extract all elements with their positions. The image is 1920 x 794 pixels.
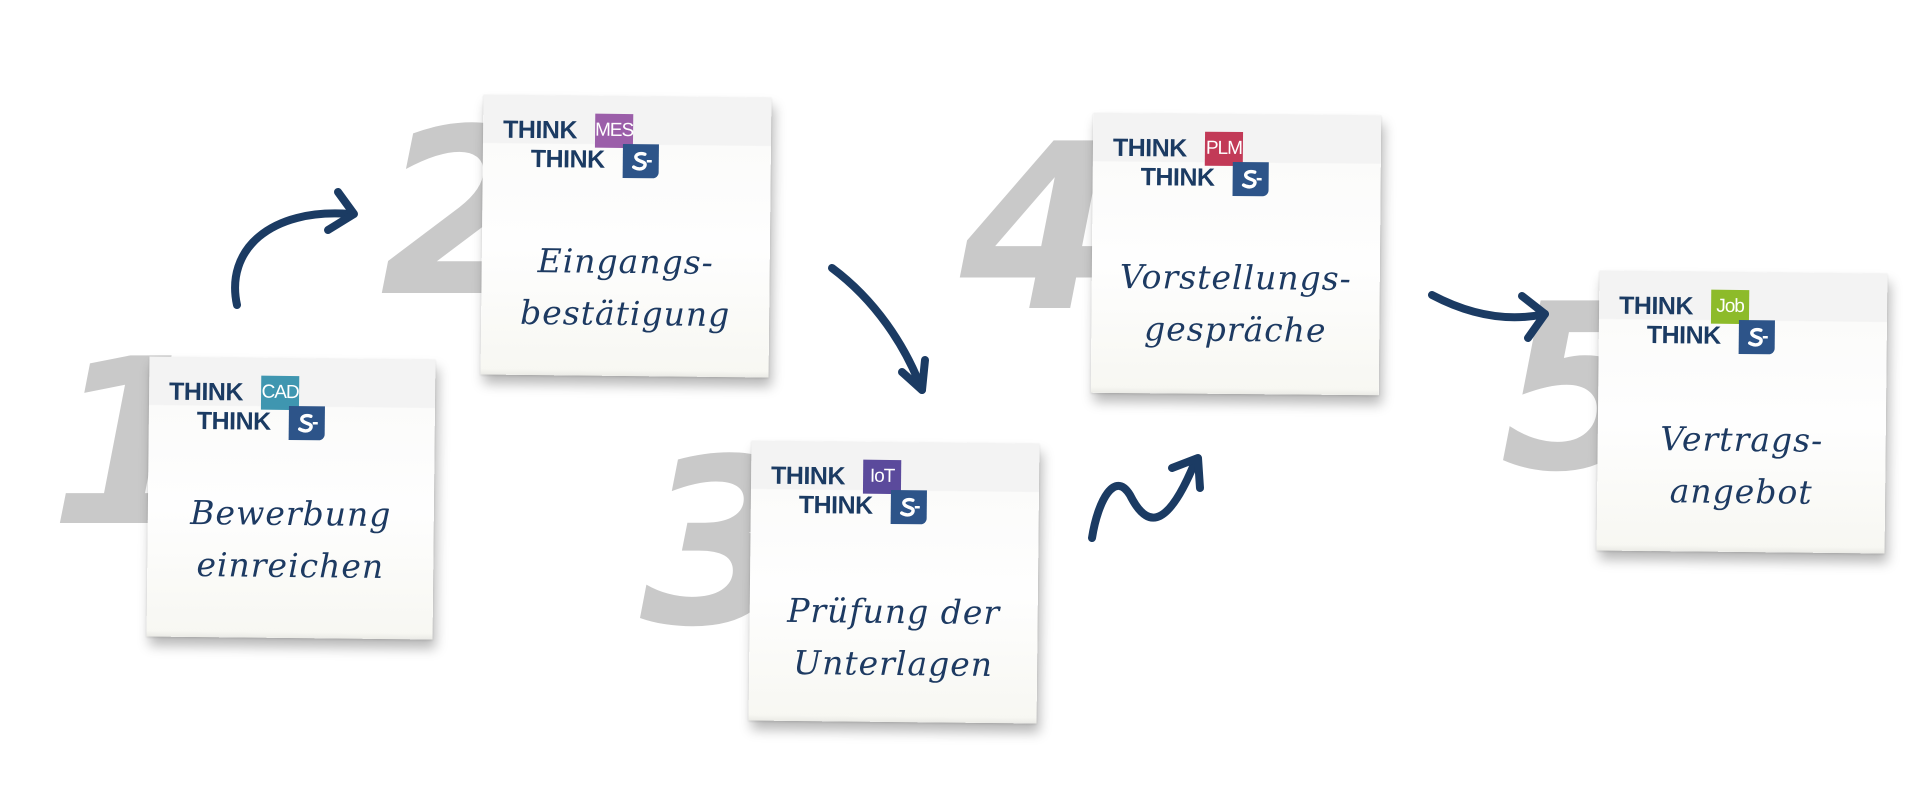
step-2-note: THINK MES THINK Eingangs- bestätigung: [480, 94, 772, 378]
step-2-logo: THINK MES THINK: [503, 113, 664, 181]
step-3-logo: THINK IoT THINK: [771, 459, 932, 527]
arrow-1-to-2-head: [324, 188, 358, 234]
step-5-logo: THINK Job THINK: [1619, 289, 1780, 357]
s-icon: [890, 489, 927, 525]
s-icon: [622, 143, 659, 179]
step-1-note: THINK CAD THINK Bewerbung einreichen: [146, 356, 436, 640]
s-icon: [1738, 319, 1775, 355]
arrow-2-to-3: [828, 264, 926, 394]
arrow-2-to-3-head: [898, 356, 929, 394]
s-icon: [288, 405, 325, 441]
s-icon: [1232, 161, 1269, 197]
arrow-4-to-5: [1428, 291, 1549, 322]
step-3-note: THINK IoT THINK Prüfung der Unterlagen: [748, 440, 1040, 724]
arrow-1-to-2: [231, 209, 354, 309]
step-4-logo: THINK PLM THINK: [1112, 131, 1273, 198]
step-1-logo: THINK CAD THINK: [169, 375, 330, 443]
arrow-4-to-5-head: [1518, 292, 1549, 342]
step-4-note: THINK PLM THINK Vorstellungs- gespräche: [1090, 112, 1382, 396]
arrow-3-to-4-head: [1168, 454, 1204, 492]
step-5-note: THINK Job THINK Vertrags- angebot: [1596, 270, 1888, 554]
arrow-3-to-4: [1088, 458, 1199, 542]
